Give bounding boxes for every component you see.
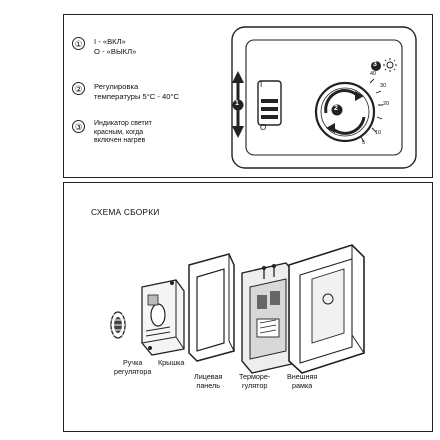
- legend-number-1: ①: [72, 37, 85, 50]
- scale-5: 5: [362, 140, 366, 146]
- legend-item-indicator: ③ Индикатор светит красным, когда включе…: [72, 120, 152, 146]
- legend-text-temperature: Регулировка температуры 5°C - 40°C: [94, 82, 179, 101]
- part-label-outer-frame: Внешняя рамка: [287, 372, 318, 390]
- thermostat-part: [241, 262, 297, 374]
- legend-number-3: ③: [72, 120, 85, 133]
- callout-3: 3: [373, 61, 377, 68]
- instructions-panel: ① I - «ВКЛ» O - «ВЫКЛ» ② Регулировка тем…: [63, 14, 433, 178]
- assembly-panel: СХЕМА СБОРКИ: [63, 182, 433, 432]
- part-label-knob: Ручка регулятора: [114, 358, 152, 376]
- part-label-front-panel: Лицевая панель: [194, 372, 223, 390]
- scale-40: 40: [370, 71, 377, 77]
- scale-10: 10: [375, 130, 382, 136]
- switch-label-off: O: [260, 123, 267, 132]
- legend-text-indicator: Индикатор светит красным, когда включен …: [94, 120, 152, 145]
- switch-label-on: I: [260, 80, 263, 89]
- front-panel-part: [188, 253, 235, 362]
- scale-30: 30: [380, 83, 387, 89]
- scale-20: 20: [383, 101, 390, 107]
- part-label-thermostat: Терморе- гулятор: [239, 372, 271, 390]
- outer-frame-part: [288, 244, 365, 374]
- part-label-cover: Крышка: [158, 358, 185, 367]
- legend-item-power: ① I - «ВКЛ» O - «ВЫКЛ»: [72, 37, 136, 56]
- legend-item-temperature: ② Регулировка температуры 5°C - 40°C: [72, 82, 179, 101]
- legend-text-power: I - «ВКЛ» O - «ВЫКЛ»: [94, 37, 137, 56]
- callout-2: 2: [334, 105, 338, 112]
- callout-1: 1: [235, 100, 239, 107]
- thermostat-front-diagram: I O 1 2 3 40 30 20 10 5: [224, 21, 429, 173]
- assembly-drawing: [110, 244, 365, 374]
- assembly-title: СХЕМА СБОРКИ: [91, 207, 160, 217]
- cover-part: [141, 279, 185, 356]
- legend-number-2: ②: [72, 82, 85, 95]
- thermostat-drawing: [231, 26, 417, 169]
- knob-part: [110, 311, 126, 339]
